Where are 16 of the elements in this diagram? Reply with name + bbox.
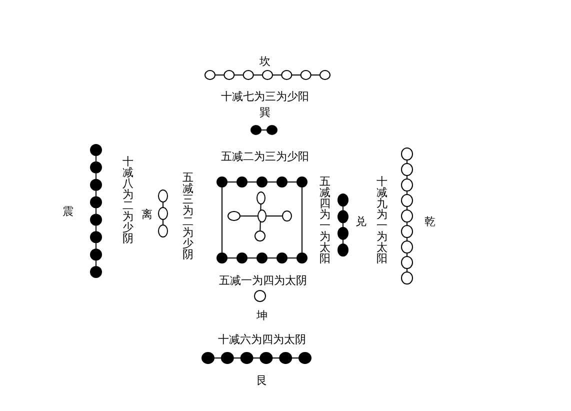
vertical-label: 五减三为二为少阴 <box>182 172 194 260</box>
label-text: 兑 <box>356 216 366 228</box>
label-text: 五减一为四为太阴 <box>219 275 307 288</box>
label-text: 巽 <box>260 107 270 120</box>
label-text: 坎 <box>260 56 270 68</box>
label-text: 坤 <box>256 310 268 322</box>
label-text: 五减二为三为少阳 <box>221 151 309 164</box>
label-text: 十减七为三为少阳 <box>221 91 309 104</box>
label-text: 离 <box>142 209 152 222</box>
vertical-label: 五减四为一为太阳 <box>320 176 330 264</box>
vertical-label: 十减八为二为少阴 <box>122 156 134 244</box>
vertical-label: 十减九为一为太阳 <box>376 176 388 264</box>
label-text: 十减六为四为太阴 <box>218 334 306 346</box>
label-text: 艮 <box>256 375 268 388</box>
label-text: 震 <box>62 206 74 218</box>
label-text: 乾 <box>424 216 436 228</box>
